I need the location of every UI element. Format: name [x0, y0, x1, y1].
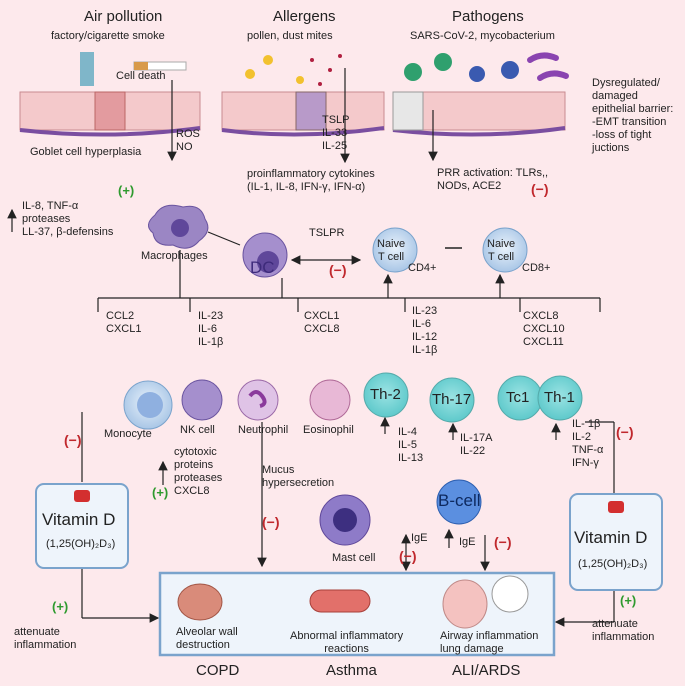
naive-t-cd8-label: Naive T cell — [487, 238, 516, 263]
cytokine-group-4: IL-23 IL-6 IL-12 IL-1β — [412, 305, 438, 356]
epithelium-allergens — [221, 91, 385, 137]
vitamin-d-box-right — [569, 493, 663, 591]
pathogen-source: SARS-CoV-2, mycobacterium — [410, 30, 555, 42]
ali-ards-label: ALI/ARDS — [452, 662, 521, 679]
attenuate-left: attenuate inflammation — [14, 626, 77, 651]
header-air-pollution: Air pollution — [84, 8, 163, 25]
naive-t-cd4-label: Naive T cell — [377, 238, 406, 263]
neutrophil-cell — [237, 379, 279, 421]
epithelium-air — [19, 91, 201, 137]
macrophage-outputs: IL-8, TNF-α proteases LL-37, β-defensins — [22, 200, 114, 238]
capsule-icon — [74, 490, 90, 502]
inhibit-sign-th1: (−) — [616, 424, 634, 440]
promote-sign-left: (+) — [52, 599, 69, 614]
vitamin-d-formula-left: (1,25(OH)₂D₃) — [46, 538, 116, 550]
vitamin-d-formula-right: (1,25(OH)₂D₃) — [578, 558, 648, 570]
epithelium-pathogens — [392, 91, 566, 137]
promote-sign-macrophage: (+) — [118, 183, 135, 198]
th17-cell — [429, 377, 475, 423]
vitamin-d-box-left — [35, 483, 129, 569]
airway-icon — [309, 589, 371, 613]
abnormal-label: Abnormal inflammatory reactions — [290, 630, 404, 655]
eosinophil-label: Eosinophil — [303, 424, 354, 436]
air-source: factory/cigarette smoke — [51, 30, 165, 42]
b-cell — [436, 479, 482, 525]
tslpr-label: TSLPR — [309, 227, 345, 239]
ige-label-1: IgE — [411, 532, 428, 544]
promote-sign-nk: (+) — [152, 485, 169, 500]
eosinophil-cell — [309, 379, 351, 421]
th2-label: Th-2 — [370, 386, 401, 403]
prr-activation: PRR activation: TLRs,, NODs, ACE2 — [437, 167, 549, 192]
copd-label: COPD — [196, 662, 240, 679]
airway-label: Airway inflammation lung damage — [440, 630, 539, 655]
disease-box — [158, 571, 556, 657]
virus-icon — [404, 63, 422, 81]
nk-products: cytotoxic proteins proteases CXCL8 — [174, 446, 223, 497]
mast-cell-label: Mast cell — [332, 552, 376, 564]
tc1-label: Tc1 — [506, 389, 530, 406]
capsule-icon — [608, 501, 624, 513]
inhibit-sign-mast: (−) — [399, 548, 417, 564]
nk-cell-label: NK cell — [180, 424, 215, 436]
ige-label-2: IgE — [459, 536, 476, 548]
inhibit-sign-mucus: (−) — [262, 514, 280, 530]
cytokine-group-1: CCL2 CXCL1 — [106, 310, 142, 335]
header-allergens: Allergens — [273, 8, 336, 25]
inhibit-sign-monocyte: (−) — [64, 432, 82, 448]
inhibit-sign-dc: (−) — [329, 262, 347, 278]
cytokine-group-5: CXCL8 CXCL10 CXCL11 — [523, 310, 565, 348]
neutrophil-label: Neutrophil — [238, 424, 289, 436]
promote-sign-right: (+) — [620, 593, 637, 608]
factory-icon — [80, 52, 94, 86]
th17-label: Th-17 — [432, 391, 472, 408]
b-cell-label: B-cell — [438, 491, 481, 510]
tslp-mediators: TSLP IL-33 IL-25 — [322, 114, 350, 152]
th17-cytokines: IL-17A IL-22 — [460, 432, 493, 457]
allergen-source: pollen, dust mites — [247, 30, 333, 42]
proinflammatory-cytokines: proinflammatory cytokines (IL-1, IL-8, I… — [247, 168, 375, 193]
header-pathogens: Pathogens — [452, 8, 524, 25]
cell-death-label: Cell death — [116, 70, 166, 82]
barrier-note: Dysregulated/ damaged epithelial barrier… — [592, 77, 674, 154]
cd8-label: CD8+ — [522, 262, 551, 274]
th1-cytokines: IL- 1β IL-2 TNF-α IFN-γ — [572, 418, 604, 469]
naive-t-cell-cd4 — [372, 227, 418, 273]
cd4-label: CD4+ — [408, 262, 437, 274]
alveolar-label: Alveolar wall destruction — [176, 626, 238, 651]
attenuate-right: attenuate inflammation — [592, 618, 655, 643]
cytokine-group-2: IL-23 IL-6 IL-1β — [198, 310, 224, 348]
magnifier-icon — [491, 575, 529, 613]
inhibit-sign-bcell: (−) — [494, 534, 512, 550]
mucus-label: Mucus hypersecretion — [262, 464, 335, 489]
cytokine-group-3: CXCL1 CXCL8 — [304, 310, 340, 335]
nk-cell — [181, 379, 223, 421]
th1-label: Th-1 — [544, 389, 575, 406]
naive-t-cell-cd8 — [482, 227, 528, 273]
th2-cytokines: IL-4 IL-5 IL-13 — [398, 426, 424, 464]
vitamin-d-title-right: Vitamin D — [574, 528, 648, 547]
monocyte-label: Monocyte — [104, 428, 152, 440]
dc-label: DC — [250, 258, 275, 277]
vitamin-d-title-left: Vitamin D — [42, 510, 116, 529]
bacteria-icon — [527, 52, 559, 63]
inhibit-sign-prr: (−) — [531, 181, 549, 197]
asthma-label: Asthma — [326, 662, 377, 679]
ros-no-label: ROS NO — [176, 128, 200, 153]
th1-cell — [537, 375, 583, 421]
lungs-icon — [442, 579, 488, 629]
goblet-label: Goblet cell hyperplasia — [30, 146, 142, 158]
macrophages-label: Macrophages — [141, 250, 208, 262]
alveoli-icon — [177, 583, 223, 621]
